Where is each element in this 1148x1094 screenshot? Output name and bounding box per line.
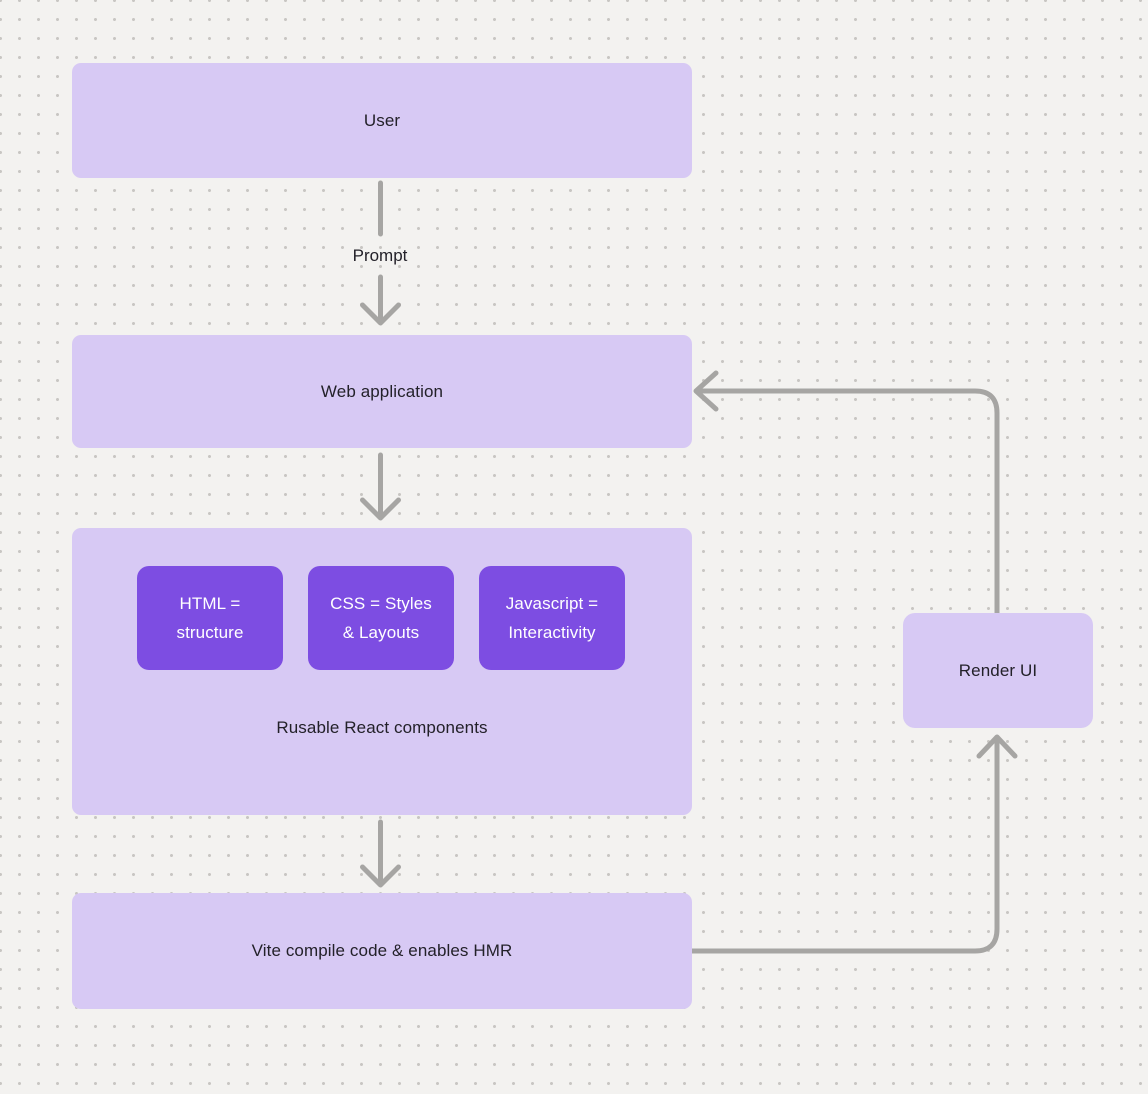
node-javascript[interactable]: Javascript = Interactivity (479, 566, 625, 670)
edge-components-to-vite (360, 819, 401, 888)
node-web-application[interactable]: Web application (72, 335, 692, 448)
node-html-label-line2: structure (176, 623, 244, 642)
node-html[interactable]: HTML = structure (137, 566, 283, 670)
node-javascript-label-line1: Javascript = (505, 594, 599, 613)
edge-webapp-to-components (360, 452, 401, 521)
node-vite[interactable]: Vite compile code & enables HMR (72, 893, 692, 1009)
node-user-label: User (363, 110, 401, 130)
components-group-caption: Rusable React components (276, 718, 488, 737)
node-vite-label: Vite compile code & enables HMR (251, 941, 513, 960)
arrowhead-down-icon (360, 497, 401, 521)
arrowhead-up-icon (976, 734, 1018, 759)
arrowhead-down-icon (360, 864, 401, 888)
node-css[interactable]: CSS = Styles & Layouts (308, 566, 454, 670)
arrowhead-left-icon (693, 370, 719, 412)
edge-vite-to-renderui (689, 734, 1018, 954)
node-render-ui-label: Render UI (958, 660, 1038, 680)
edge-prompt-label: Prompt (352, 246, 408, 265)
node-javascript-label-line2: Interactivity (508, 623, 596, 642)
node-web-application-label: Web application (320, 381, 444, 401)
node-css-label-line1: CSS = Styles (330, 594, 432, 613)
components-row: HTML = structure CSS = Styles & Layouts … (137, 566, 625, 670)
node-html-label-line1: HTML = (179, 594, 241, 613)
node-user[interactable]: User (72, 63, 692, 178)
node-css-label-line2: & Layouts (342, 623, 420, 642)
arrowhead-down-icon (360, 302, 401, 326)
node-render-ui[interactable]: Render UI (903, 613, 1093, 728)
node-components-group[interactable]: HTML = structure CSS = Styles & Layouts … (72, 528, 692, 815)
edge-renderui-to-webapp (693, 370, 1000, 616)
